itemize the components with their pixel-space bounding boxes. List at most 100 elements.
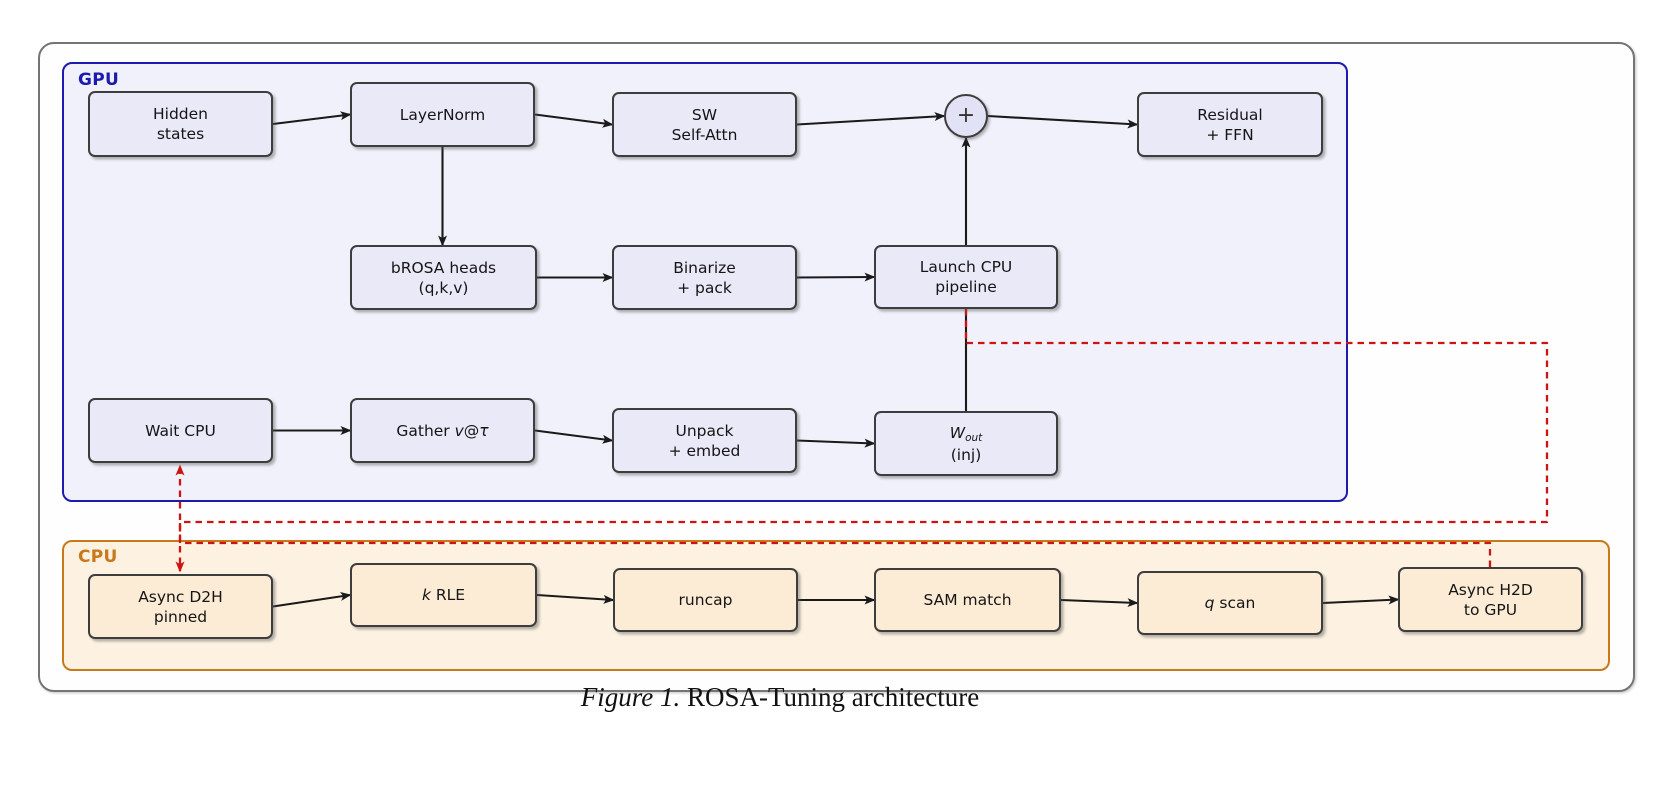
- figure-caption-label: Figure 1.: [580, 682, 681, 712]
- node-label-segment: W: [949, 423, 966, 442]
- node-label-segment: Async H2D: [1448, 580, 1533, 599]
- node-krle: k RLE: [350, 563, 537, 627]
- node-qscan: q scan: [1137, 571, 1323, 635]
- node-label-segment: Wait CPU: [145, 421, 216, 440]
- node-label-segment: + FFN: [1206, 125, 1254, 144]
- figure-caption: Figure 1. ROSA-Tuning architecture: [0, 682, 1560, 713]
- cpu-region: CPU: [62, 540, 1610, 671]
- edge-sw-plus: [796, 112, 946, 126]
- node-label-segment: bROSA heads: [390, 258, 497, 277]
- node-gather: Gather v@τ: [350, 398, 535, 463]
- node-label-segment: Hidden: [153, 105, 208, 123]
- node-unpack: Unpack+ embed: [612, 408, 797, 473]
- node-label-segment: Gather: [396, 421, 455, 440]
- node-plus: +: [944, 94, 988, 138]
- edge-h2d-wait: [175, 464, 1492, 567]
- edge-launch-d2h: [175, 309, 1549, 573]
- node-label-segment: Self-Attn: [671, 125, 738, 144]
- node-label-segment: states: [156, 125, 205, 143]
- node-label-line: (q,k,v): [419, 278, 469, 298]
- node-label-line: Launch CPU: [920, 257, 1013, 277]
- node-label-segment: + embed: [668, 441, 741, 460]
- node-label-segment: out: [965, 431, 983, 444]
- node-label-line: k RLE: [422, 585, 465, 605]
- node-label-segment: +: [956, 103, 976, 128]
- node-label-line: states: [157, 124, 204, 144]
- figure-caption-text: ROSA-Tuning architecture: [680, 682, 980, 712]
- node-label-line: Unpack: [675, 421, 733, 441]
- node-label-line: pinned: [154, 607, 207, 627]
- node-label-segment: (q,k,v): [418, 278, 469, 297]
- node-layernorm: LayerNorm: [350, 82, 535, 147]
- node-label-line: to GPU: [1464, 600, 1517, 620]
- node-label-line: Self-Attn: [672, 125, 738, 145]
- node-label-line: +: [957, 105, 975, 127]
- node-label-line: SW: [692, 105, 717, 125]
- node-label-line: bROSA heads: [391, 258, 496, 278]
- edge-krle-runcap: [536, 593, 615, 604]
- node-label-line: Residual: [1197, 105, 1262, 125]
- edge-qscan-h2d: [1322, 595, 1400, 605]
- node-label-segment: to GPU: [1463, 600, 1518, 619]
- node-wait: Wait CPU: [88, 398, 273, 463]
- node-label-line: + pack: [677, 278, 732, 298]
- edge-sam-qscan: [1060, 598, 1139, 608]
- node-label-segment: Binarize: [673, 258, 736, 277]
- node-binarize: Binarize+ pack: [612, 245, 797, 310]
- node-label-segment: SW: [691, 105, 718, 124]
- node-label-segment: + pack: [677, 278, 732, 297]
- node-label-line: q scan: [1205, 593, 1256, 613]
- edge-gather-unpack: [534, 429, 614, 444]
- node-label-segment: Unpack: [675, 421, 734, 440]
- node-label-segment: scan: [1214, 594, 1256, 612]
- node-label-segment: RLE: [430, 586, 466, 604]
- node-label-segment: τ: [479, 421, 489, 440]
- node-label-segment: k: [421, 586, 431, 604]
- node-label-line: Wait CPU: [145, 421, 216, 441]
- node-hidden: Hidden states: [88, 91, 273, 157]
- edge-d2h-krle: [272, 591, 352, 608]
- node-label-line: pipeline: [935, 277, 997, 297]
- edge-binarize-launch: [796, 272, 876, 282]
- node-label-line: Binarize: [673, 258, 736, 278]
- node-label-line: Gather v@τ: [396, 421, 488, 441]
- gpu-region-label: GPU: [78, 70, 120, 90]
- node-label-segment: q: [1204, 594, 1215, 612]
- node-residual: Residual+ FFN: [1137, 92, 1323, 157]
- node-launch: Launch CPU pipeline: [874, 245, 1058, 309]
- cpu-region-label: CPU: [78, 547, 118, 567]
- edge-layernorm-sw: [534, 113, 614, 128]
- node-label-line: Async D2H: [138, 587, 223, 607]
- edge-plus-residual: [987, 114, 1139, 129]
- node-label-line: LayerNorm: [400, 105, 486, 125]
- node-label-segment: (inj): [950, 445, 982, 464]
- node-label-segment: pinned: [153, 607, 208, 626]
- node-label-line: (inj): [951, 445, 982, 465]
- node-label-segment: v: [454, 421, 464, 440]
- node-label-line: Async H2D: [1448, 580, 1533, 600]
- node-label-segment: @: [463, 421, 480, 440]
- node-runcap: runcap: [613, 568, 798, 632]
- node-label-segment: SAM match: [923, 591, 1012, 609]
- node-label-segment: Async D2H: [138, 587, 223, 606]
- node-sam: SAM match: [874, 568, 1061, 632]
- node-wout: Wout(inj): [874, 411, 1058, 476]
- edge-hidden-layernorm: [272, 111, 352, 126]
- node-label-line: runcap: [679, 590, 733, 610]
- node-label-line: SAM match: [923, 590, 1011, 610]
- node-label-segment: pipeline: [935, 278, 997, 296]
- node-label-line: Wout: [950, 423, 983, 445]
- node-label-segment: runcap: [678, 591, 733, 609]
- node-label-line: + FFN: [1206, 125, 1253, 145]
- node-label-segment: Launch CPU: [919, 258, 1013, 276]
- node-brosa: bROSA heads(q,k,v): [350, 245, 537, 310]
- node-label-line: + embed: [669, 441, 741, 461]
- edge-unpack-wout: [796, 438, 876, 448]
- node-label-line: Hidden: [153, 104, 208, 124]
- node-label-segment: Residual: [1197, 105, 1263, 124]
